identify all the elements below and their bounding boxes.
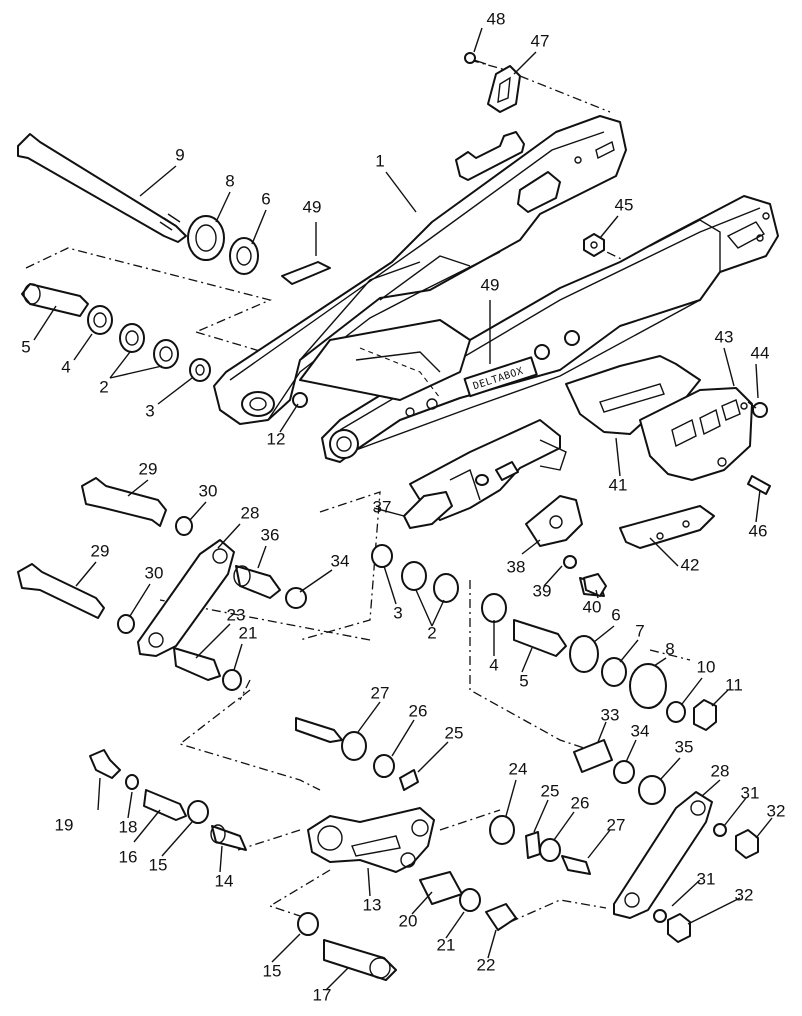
callout-c43: 43: [715, 327, 734, 346]
callout-c29b: 29: [91, 541, 110, 560]
callout-c25a: 25: [445, 723, 464, 742]
callout-c9: 9: [175, 145, 184, 164]
callout-c6a: 6: [261, 189, 270, 208]
callout-c2b: 2: [427, 623, 436, 642]
pivot-parts: [17, 52, 605, 408]
callout-c3b: 3: [393, 603, 402, 622]
callout-c8b: 8: [665, 639, 674, 658]
callout-c42: 42: [681, 555, 700, 574]
callout-c23: 23: [227, 605, 246, 624]
callout-c36: 36: [261, 525, 280, 544]
callout-c11: 11: [725, 675, 743, 694]
callout-c18: 18: [119, 817, 138, 836]
callout-c16: 16: [119, 847, 138, 866]
callout-c31b: 31: [697, 869, 716, 888]
callout-c7: 7: [635, 621, 644, 640]
callout-c35: 35: [675, 737, 694, 756]
callout-c46: 46: [749, 521, 768, 540]
callout-c13: 13: [363, 895, 382, 914]
callout-c21b: 21: [437, 935, 456, 954]
callout-c28a: 28: [241, 503, 260, 522]
callout-c28b: 28: [711, 761, 730, 780]
callout-c4b: 4: [489, 655, 498, 674]
callout-c5b: 5: [519, 671, 528, 690]
callout-c37: 37: [373, 497, 392, 516]
callout-c15a: 15: [149, 855, 168, 874]
leader-lines: [33, 27, 773, 991]
callout-c34b: 34: [631, 721, 650, 740]
callout-c45: 45: [615, 195, 634, 214]
callout-c14: 14: [215, 871, 234, 890]
swingarm-body: DELTABOX: [213, 115, 779, 521]
callout-c20: 20: [399, 911, 418, 930]
callout-c15b: 15: [263, 961, 282, 980]
callout-c38: 38: [507, 557, 526, 576]
callout-c26a: 26: [409, 701, 428, 720]
callout-c21a: 21: [239, 623, 258, 642]
callout-c33: 33: [601, 705, 620, 724]
callout-c31a: 31: [741, 783, 760, 802]
callout-c4a: 4: [61, 357, 70, 376]
callout-c24: 24: [509, 759, 528, 778]
callout-c49a: 49: [303, 197, 322, 216]
callout-c19: 19: [55, 815, 74, 834]
callout-c32b: 32: [735, 885, 754, 904]
callout-c47: 47: [531, 31, 550, 50]
callout-c29a: 29: [139, 459, 158, 478]
callout-c30a: 30: [199, 481, 218, 500]
callout-c27b: 27: [607, 815, 626, 834]
callout-c8: 8: [225, 171, 234, 190]
callout-c6b: 6: [611, 605, 620, 624]
callout-c39: 39: [533, 581, 552, 600]
callout-c40: 40: [583, 597, 602, 616]
callout-c48: 48: [487, 9, 506, 28]
callout-c22: 22: [477, 955, 496, 974]
callout-c49b: 49: [481, 275, 500, 294]
callout-c5a: 5: [21, 337, 30, 356]
callout-c10: 10: [697, 657, 716, 676]
callout-c32a: 32: [767, 801, 786, 820]
callout-c44: 44: [751, 343, 770, 362]
callout-c41: 41: [609, 475, 628, 494]
linkage-parts: [17, 477, 759, 981]
callout-c25b: 25: [541, 781, 560, 800]
callout-c2a: 2: [99, 377, 108, 396]
callout-c27a: 27: [371, 683, 390, 702]
callout-c30b: 30: [145, 563, 164, 582]
callout-c17: 17: [313, 985, 332, 1004]
callout-c3a: 3: [145, 401, 154, 420]
callout-c26b: 26: [571, 793, 590, 812]
callout-c12: 12: [267, 429, 286, 448]
callout-c1: 1: [375, 151, 384, 170]
callout-c34a: 34: [331, 551, 350, 570]
